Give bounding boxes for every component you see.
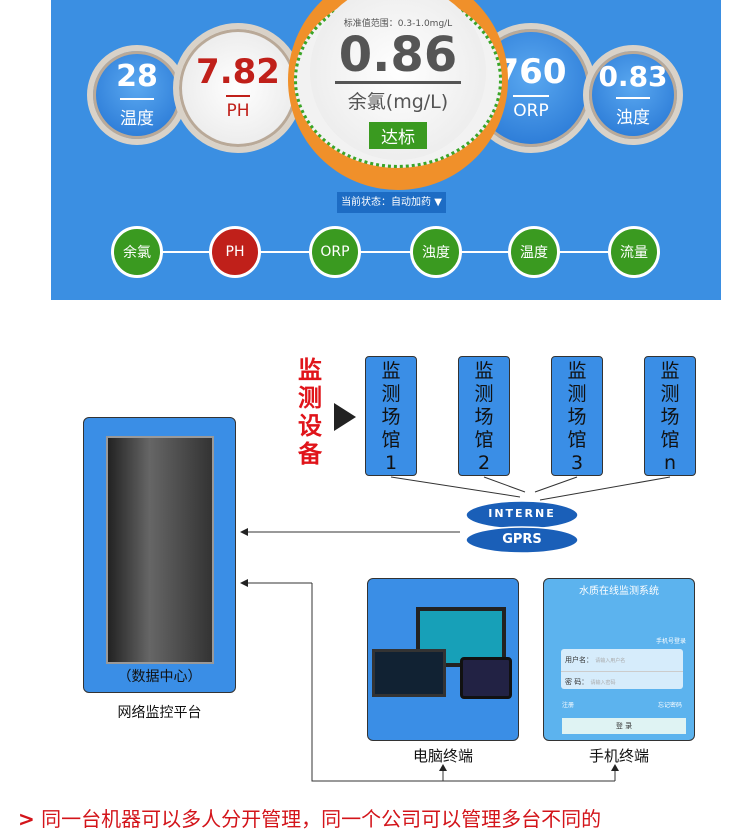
tab-2[interactable]: ORP bbox=[309, 226, 361, 278]
site-box-2: 监测场馆2 bbox=[458, 356, 510, 476]
login-button[interactable]: 登 录 bbox=[562, 718, 686, 734]
main-label: 余氯(mg/L) bbox=[347, 91, 449, 113]
register-link[interactable]: 注册 bbox=[562, 702, 575, 709]
state-dropdown[interactable]: 当前状态：自动加药 ▼ bbox=[337, 192, 446, 213]
tab-4[interactable]: 温度 bbox=[508, 226, 560, 278]
tab-3[interactable]: 浊度 bbox=[410, 226, 462, 278]
range-text: 标准值范围：0.3-1.0mg/L bbox=[343, 19, 453, 29]
password-placeholder: 请输入密码 bbox=[590, 680, 616, 686]
footer-sentence: 同一台机器可以多人分开管理，同一个公司可以管理多台不同的 bbox=[41, 807, 602, 831]
password-label: 密 码： bbox=[565, 678, 589, 686]
site-box-3: 监测场馆3 bbox=[551, 356, 603, 476]
data-center-label: （数据中心） bbox=[117, 669, 202, 685]
data-center-box: （数据中心） bbox=[83, 417, 236, 693]
gauge-value: 0.83 bbox=[598, 59, 668, 93]
tablet-icon bbox=[460, 657, 512, 699]
gauge-temperature: 28 温度 bbox=[87, 45, 187, 145]
marker-icon: > bbox=[18, 807, 35, 831]
main-value: 0.86 bbox=[334, 29, 462, 84]
tab-5[interactable]: 流量 bbox=[608, 226, 660, 278]
tab-connector bbox=[137, 251, 637, 253]
tab-0[interactable]: 余氯 bbox=[111, 226, 163, 278]
username-placeholder: 请输入用户名 bbox=[595, 658, 626, 664]
tab-1[interactable]: PH bbox=[209, 226, 261, 278]
platform-label: 网络监控平台 bbox=[117, 705, 202, 721]
gauge-label: 浊度 bbox=[616, 96, 650, 128]
status-badge: 达标 bbox=[369, 122, 427, 149]
app-title: 水质在线监测系统 bbox=[579, 586, 659, 597]
pc-label: 电脑终端 bbox=[412, 747, 473, 765]
site-box-n: 监测场馆n bbox=[644, 356, 696, 476]
arrow-right-icon bbox=[334, 403, 356, 431]
phone-login-link[interactable]: 手机号登录 bbox=[655, 638, 686, 645]
footer-text: > 同一台机器可以多人分开管理，同一个公司可以管理多台不同的 bbox=[18, 803, 601, 832]
gauge-label: PH bbox=[226, 95, 250, 121]
site-label: 监测场馆3 bbox=[567, 360, 587, 474]
monitor-label: 监测设备 bbox=[298, 356, 322, 468]
gauge-label: ORP bbox=[513, 95, 549, 121]
username-field[interactable]: 用户名： 请输入用户名 bbox=[561, 649, 683, 672]
site-label: 监测场馆2 bbox=[474, 360, 494, 474]
site-label: 监测场馆n bbox=[660, 360, 680, 474]
gauge-label: 温度 bbox=[120, 97, 154, 129]
gauge-turbidity: 0.83 浊度 bbox=[583, 45, 683, 145]
main-gauge-chlorine: 标准值范围：0.3-1.0mg/L 0.86 余氯(mg/L) 达标 bbox=[288, 0, 508, 190]
forgot-link[interactable]: 忘记密码 bbox=[657, 702, 682, 709]
login-form: 用户名： 请输入用户名 密 码： 请输入密码 bbox=[561, 649, 683, 689]
gauge-ph: 7.82 PH bbox=[173, 23, 303, 153]
cloud-gprs: GPRS bbox=[502, 532, 542, 547]
site-label: 监测场馆1 bbox=[381, 360, 401, 474]
site-box-1: 监测场馆1 bbox=[365, 356, 417, 476]
server-rack-icon bbox=[106, 436, 214, 664]
mobile-terminal-box: 水质在线监测系统 手机号登录 用户名： 请输入用户名 密 码： 请输入密码 注册… bbox=[543, 578, 695, 741]
mobile-label: 手机终端 bbox=[588, 747, 649, 765]
password-field[interactable]: 密 码： 请输入密码 bbox=[561, 672, 683, 692]
cloud-internet: INTERNE bbox=[488, 507, 556, 520]
pc-terminal-box bbox=[367, 578, 519, 741]
username-label: 用户名： bbox=[565, 656, 593, 664]
gauge-value: 7.82 bbox=[196, 52, 280, 92]
laptop-icon bbox=[372, 649, 446, 697]
gauge-value: 28 bbox=[116, 58, 158, 94]
